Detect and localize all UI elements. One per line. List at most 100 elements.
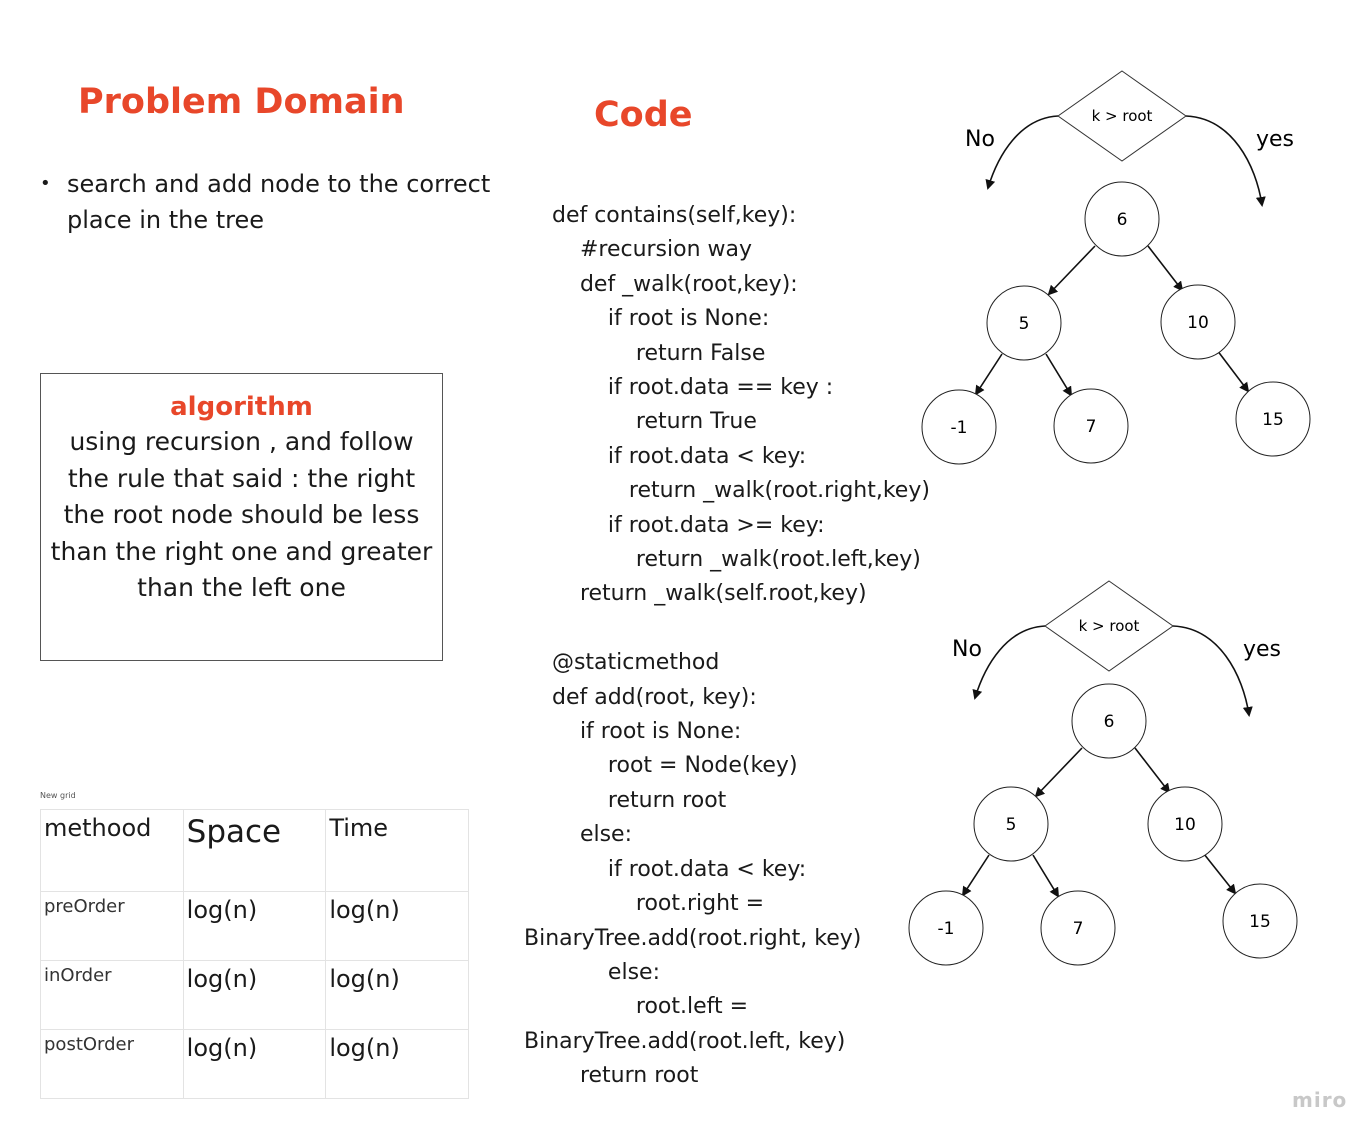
code-line: return _walk(self.root,key) <box>524 581 867 607</box>
code-line: return root <box>524 787 727 813</box>
node-label: 7 <box>1073 919 1084 939</box>
node-label: -1 <box>938 919 955 939</box>
header-space: Space <box>182 809 327 892</box>
code-line: @staticmethod <box>524 650 720 676</box>
edge-5-7 <box>1032 854 1060 898</box>
tree-2: k > root No yes 6 5 10 -1 7 15 <box>908 580 1298 966</box>
table-row: inOrder log(n) log(n) <box>40 960 469 1030</box>
algorithm-box: algorithm using recursion , and follow t… <box>40 373 443 661</box>
code-title: Code <box>594 95 693 135</box>
edge-6-5 <box>1047 245 1096 296</box>
node-label: -1 <box>951 418 968 438</box>
code-line: if root.data >= key: <box>524 512 825 538</box>
row-time: log(n) <box>325 891 469 961</box>
tree-node <box>921 389 997 465</box>
row-method: preOrder <box>40 891 184 961</box>
node-label: 10 <box>1174 815 1196 835</box>
code-line: def contains(self,key): <box>524 203 797 228</box>
code-line: def _walk(root,key): <box>524 271 798 297</box>
decision-diamond <box>1044 580 1174 672</box>
code-line: root = Node(key) <box>524 753 798 779</box>
row-method: postOrder <box>40 1029 184 1099</box>
algorithm-text: using recursion , and follow the rule th… <box>50 427 433 602</box>
node-label: 7 <box>1086 417 1097 437</box>
code-line: if root.data < key: <box>524 443 807 469</box>
yes-label: yes <box>1256 127 1294 152</box>
code-line: #recursion way <box>524 237 753 263</box>
row-time: log(n) <box>325 960 469 1030</box>
no-arrow <box>972 625 1046 700</box>
code-block: def contains(self,key): #recursion way d… <box>524 199 930 1094</box>
code-line: return root <box>524 1063 699 1089</box>
code-line: root.right = <box>524 891 765 917</box>
tree-node <box>908 890 984 966</box>
tree-node <box>1084 181 1160 257</box>
row-method: inOrder <box>40 960 184 1030</box>
code-line: else: <box>524 822 633 848</box>
header-time: Time <box>325 809 469 892</box>
code-line: if root.data == key : <box>524 375 834 401</box>
edge-6-5 <box>1034 747 1083 798</box>
code-line: BinaryTree.add(root.left, key) <box>524 1028 846 1054</box>
no-label: No <box>952 637 982 662</box>
edge-6-10 <box>1134 747 1171 794</box>
code-line: return False <box>524 340 766 366</box>
no-arrow <box>985 115 1059 190</box>
node-label: 5 <box>1006 815 1017 835</box>
row-space: log(n) <box>182 1029 327 1099</box>
edge-10-15 <box>1216 349 1250 393</box>
node-label: 10 <box>1187 313 1209 333</box>
node-label: 6 <box>1117 210 1128 230</box>
node-label: 5 <box>1019 314 1030 334</box>
tree-1: k > root No yes 6 5 10 -1 7 15 <box>921 70 1311 465</box>
tree-node <box>1222 883 1298 959</box>
yes-arrow <box>1185 115 1266 207</box>
tree-node <box>1235 381 1311 457</box>
row-space: log(n) <box>182 960 327 1030</box>
node-label: 15 <box>1262 410 1284 430</box>
edge-5-7 <box>1045 353 1073 397</box>
code-line: if root is None: <box>524 306 770 332</box>
complexity-table: methood Space Time preOrder log(n) log(n… <box>40 809 469 1099</box>
tree-node <box>1071 683 1147 759</box>
edge-10-15 <box>1203 853 1237 895</box>
code-line: else: <box>524 959 660 985</box>
node-label: 15 <box>1249 912 1271 932</box>
table-row: preOrder log(n) log(n) <box>40 891 469 961</box>
code-line: def add(root, key): <box>524 684 757 710</box>
table-row: postOrder log(n) log(n) <box>40 1029 469 1099</box>
edge-6-10 <box>1147 245 1184 292</box>
code-line: return _walk(root.right,key) <box>524 478 930 504</box>
code-line: root.left = <box>524 994 749 1020</box>
tree-node <box>973 786 1049 862</box>
yes-label: yes <box>1243 637 1281 662</box>
bullet-dot-icon: • <box>40 173 51 194</box>
problem-domain-title: Problem Domain <box>78 82 405 122</box>
grid-caption: New grid <box>40 791 76 800</box>
tree-node <box>1040 890 1116 966</box>
tree-node <box>1147 786 1223 862</box>
header-method: methood <box>40 809 184 892</box>
edge-5-neg1 <box>961 854 990 897</box>
tree-diagrams: k > root No yes 6 5 10 -1 7 15 k > root … <box>908 70 1311 966</box>
yes-arrow <box>1172 625 1253 717</box>
row-time: log(n) <box>325 1029 469 1099</box>
algorithm-title: algorithm <box>170 392 313 422</box>
code-line <box>524 612 924 646</box>
edge-5-neg1 <box>974 353 1003 396</box>
code-line: return True <box>524 409 757 435</box>
decision-label: k > root <box>1079 617 1140 635</box>
no-label: No <box>965 127 995 152</box>
table-header-row: methood Space Time <box>40 809 469 892</box>
code-line: return _walk(root.left,key) <box>524 547 921 573</box>
decision-diamond <box>1057 70 1187 162</box>
code-line: if root is None: <box>524 719 742 745</box>
code-line: BinaryTree.add(root.right, key) <box>524 925 862 951</box>
node-label: 6 <box>1104 712 1115 732</box>
problem-domain-bullets: • search and add node to the correct pla… <box>40 166 510 238</box>
code-line: if root.data < key: <box>524 856 807 882</box>
tree-node <box>986 285 1062 361</box>
bullet-text: search and add node to the correct place… <box>67 170 491 234</box>
tree-node <box>1160 284 1236 360</box>
miro-logo: miro <box>1292 1088 1348 1112</box>
